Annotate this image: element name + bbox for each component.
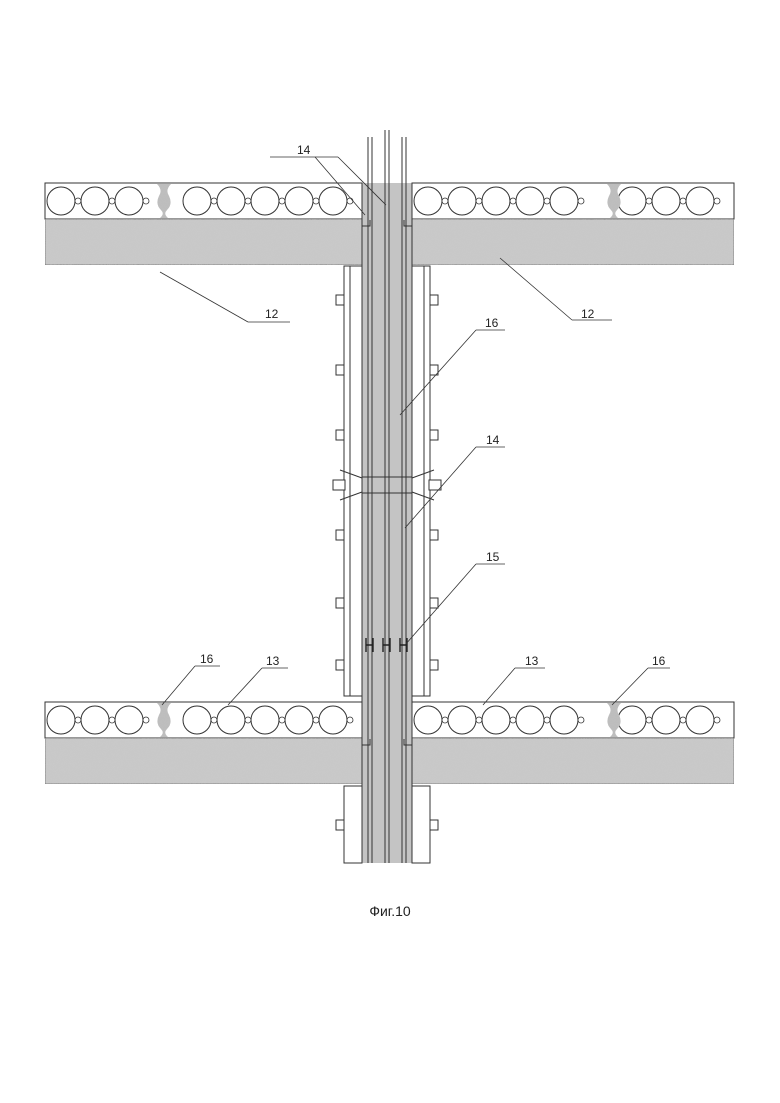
slab-small-void [279,717,285,723]
slab-void [115,706,143,734]
slab-void [115,187,143,215]
slab-void [251,706,279,734]
slab-void [414,706,442,734]
slab-void [285,187,313,215]
floor-concrete-right-lower [412,738,734,784]
slab-small-void [646,198,652,204]
slab-small-void [544,198,550,204]
label-12-right: 12 [581,307,595,321]
slab-small-void [245,717,251,723]
slab-small-void [75,198,81,204]
label-13-left: 13 [266,654,280,668]
slab-small-void [313,198,319,204]
floor-concrete-left-upper [45,219,362,265]
slab-void [550,706,578,734]
slab-small-void [476,717,482,723]
hollow-slab-right-upper [412,183,734,219]
slab-void [686,706,714,734]
slab-void [516,706,544,734]
slab-small-void [680,198,686,204]
slab-void [652,706,680,734]
clamp [430,820,438,830]
slab-small-void [279,198,285,204]
clamp [430,660,438,670]
clamp [430,430,438,440]
slab-small-void [510,717,516,723]
slab-small-void [211,717,217,723]
slab-void [652,187,680,215]
slab-void [618,706,646,734]
clamp [336,598,344,608]
label-14-mid: 14 [486,433,500,447]
slab-small-void [347,198,353,204]
slab-void [183,187,211,215]
slab-void [319,706,347,734]
label-14-top: 14 [297,143,311,157]
hollow-slab-left-upper [45,183,362,219]
label-12-left: 12 [265,307,279,321]
floor-concrete-left-lower [45,738,362,784]
slab-small-void [714,717,720,723]
slab-small-void [143,717,149,723]
slab-void [686,187,714,215]
slab-void [47,706,75,734]
slab-small-void [544,717,550,723]
figure-caption: Фиг.10 [0,903,780,919]
clamp [430,598,438,608]
slab-void [81,187,109,215]
clamp [336,430,344,440]
slab-small-void [245,198,251,204]
clamp [336,365,344,375]
slab-void [448,187,476,215]
slab-small-void [578,717,584,723]
label-13-right: 13 [525,654,539,668]
clamp [336,660,344,670]
slab-void [319,187,347,215]
slab-small-void [510,198,516,204]
slab-void [81,706,109,734]
slab-small-void [442,717,448,723]
slab-void [516,187,544,215]
slab-small-void [109,717,115,723]
slab-small-void [442,198,448,204]
hollow-slab-right-lower [412,702,734,738]
slab-small-void [211,198,217,204]
clamp [336,820,344,830]
slab-void [183,706,211,734]
slab-small-void [646,717,652,723]
slab-void [618,187,646,215]
slab-void [414,187,442,215]
slab-void [47,187,75,215]
clamp [430,530,438,540]
slab-void [217,187,245,215]
slab-void [217,706,245,734]
clamp [336,530,344,540]
slab-small-void [578,198,584,204]
slab-void [482,187,510,215]
slab-small-void [143,198,149,204]
slab-small-void [347,717,353,723]
slab-small-void [75,717,81,723]
clamp [336,295,344,305]
label-16-column: 16 [485,316,499,330]
clamp [430,295,438,305]
slab-void [251,187,279,215]
slab-void [482,706,510,734]
column-core [362,183,412,863]
slab-small-void [313,717,319,723]
slab-void [285,706,313,734]
slab-void [448,706,476,734]
label-16-lower-right: 16 [652,654,666,668]
slab-small-void [109,198,115,204]
slab-small-void [680,717,686,723]
slab-void [550,187,578,215]
label-15: 15 [486,550,500,564]
floor-concrete-right-upper [412,219,734,265]
slab-small-void [714,198,720,204]
hollow-slab-left-lower [45,702,362,738]
label-16-lower-left: 16 [200,652,214,666]
slab-small-void [476,198,482,204]
